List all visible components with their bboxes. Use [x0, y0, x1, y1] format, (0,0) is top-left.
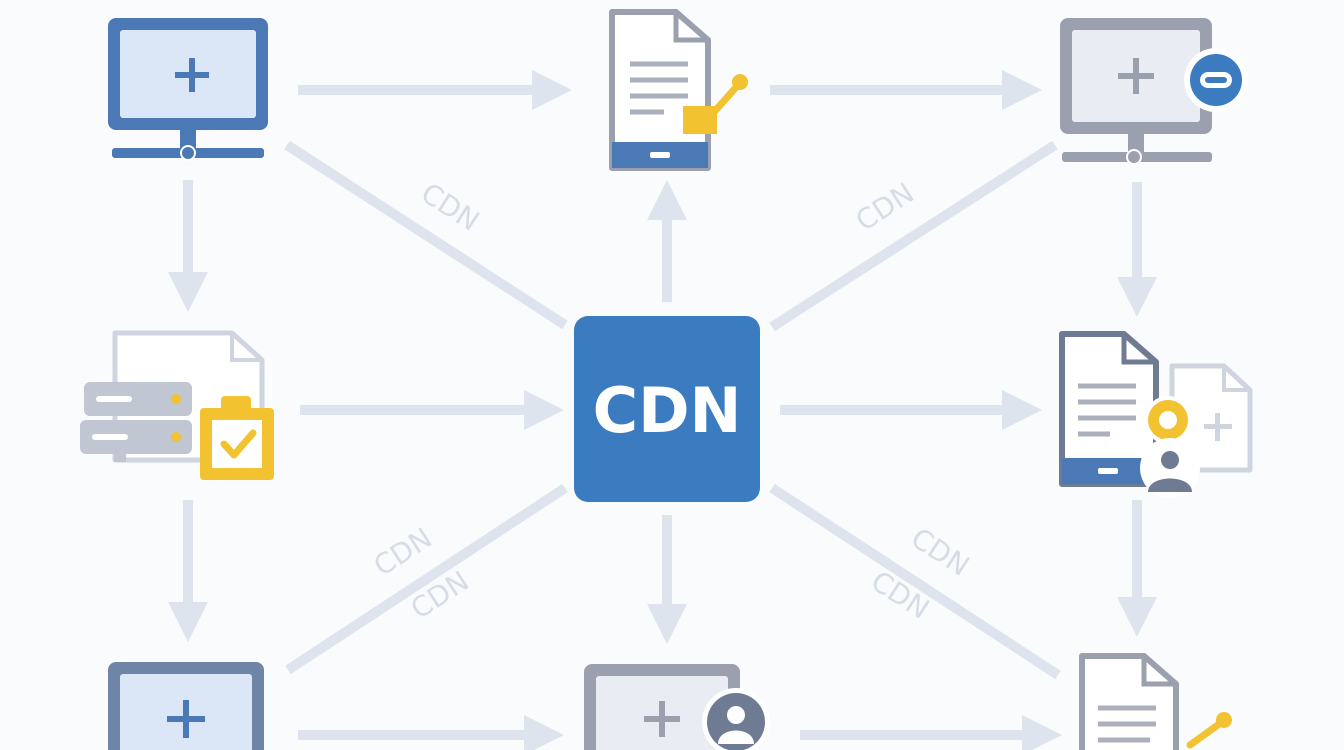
line-hub-to-bottom-left — [285, 483, 568, 675]
node-top-right — [1060, 18, 1248, 165]
node-top-left — [108, 18, 268, 161]
line-hub-to-bottom-right — [769, 483, 1061, 680]
cdn-hub-box — [574, 316, 760, 502]
mobile-document-check-icon — [609, 9, 748, 171]
node-middle-right — [1059, 331, 1253, 498]
node-middle-left — [80, 330, 274, 480]
monitor-plus-icon — [108, 18, 268, 161]
node-bottom-left — [108, 662, 264, 750]
connection-label-top-right: CDN — [850, 176, 920, 237]
line-top-left-to-hub — [284, 140, 568, 330]
node-top-center — [609, 9, 748, 171]
cdn-hub-label: CDN — [593, 374, 742, 447]
server-clipboard-check-icon — [80, 330, 274, 480]
connection-label-bottom-right-1: CDN — [905, 521, 975, 582]
cdn-hub: CDN — [574, 316, 760, 502]
connection-arrows — [168, 70, 1157, 750]
node-bottom-right — [1079, 653, 1232, 750]
line-hub-to-top-right — [769, 140, 1058, 332]
document-check-icon — [1079, 653, 1232, 750]
document-user-icon — [1059, 331, 1253, 498]
monitor-plus-icon — [108, 662, 264, 750]
connection-label-top-left: CDN — [415, 176, 485, 237]
node-bottom-center — [584, 664, 770, 750]
monitor-user-icon — [584, 664, 770, 750]
monitor-toggle-icon — [1060, 18, 1248, 165]
